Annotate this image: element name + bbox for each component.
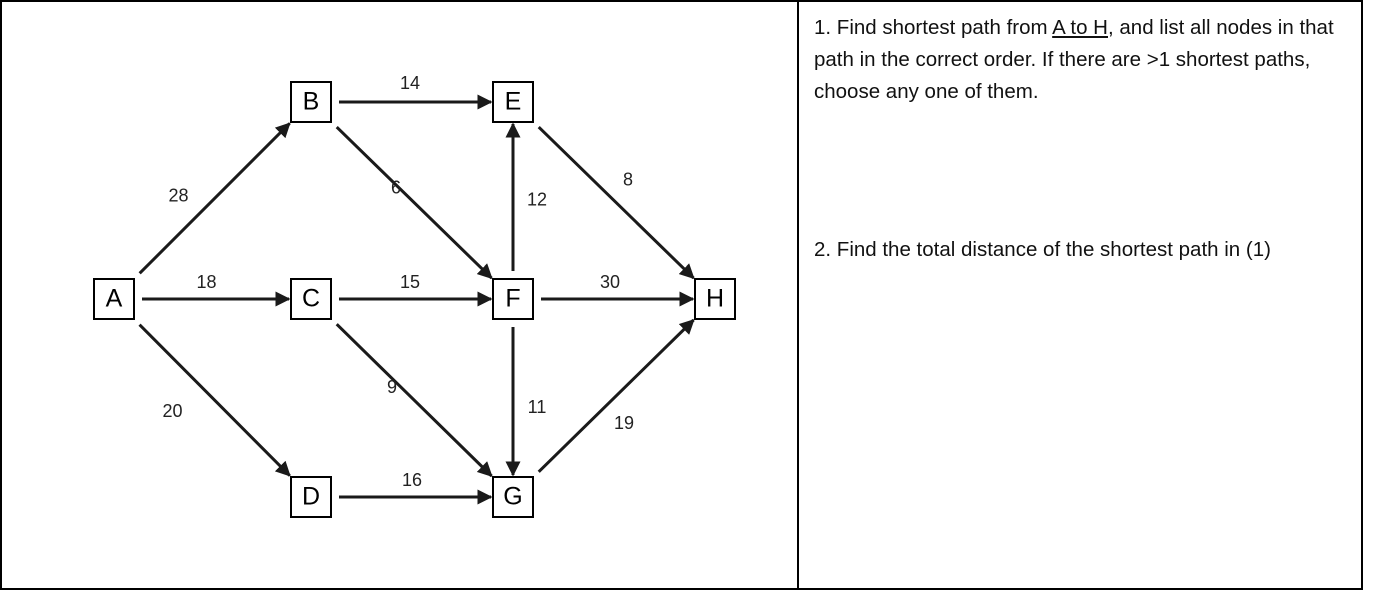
column-divider: [797, 0, 799, 590]
edge-g-h: [537, 318, 695, 473]
node-b: B: [290, 81, 332, 123]
edge-a-b: [138, 122, 291, 275]
node-label: E: [505, 88, 522, 116]
node-box: [290, 81, 332, 123]
edge-a-d: [138, 323, 291, 477]
node-label: D: [302, 483, 320, 511]
node-label: B: [303, 88, 320, 116]
node-c: C: [290, 278, 332, 320]
node-label: G: [503, 483, 522, 511]
edge-weight-f-g: 11: [528, 397, 547, 417]
node-label: H: [706, 285, 724, 313]
node-box: [694, 278, 736, 320]
edge-weight-b-f: 6: [391, 177, 401, 197]
question-1-path-endpoints: A to H: [1052, 16, 1108, 39]
node-box: [93, 278, 135, 320]
edge-weight-g-h: 19: [614, 413, 634, 433]
node-label: F: [505, 285, 520, 313]
edge-weight-b-e: 14: [400, 73, 420, 93]
node-box: [492, 278, 534, 320]
edge-e-h: [537, 126, 695, 280]
questions-panel: 1. Find shortest path from A to H, and l…: [814, 12, 1349, 266]
edge-weight-e-h: 8: [623, 169, 633, 189]
edge-weight-f-e: 12: [527, 189, 547, 209]
question-1-text-end: , and list all nodes in that path in the…: [814, 16, 1334, 103]
weights-layer: 28 18 20 14 6 15 9 16 12 30 11 8 19: [162, 73, 634, 490]
node-box: [492, 476, 534, 518]
edge-weight-a-b: 28: [168, 185, 188, 205]
edge-weight-a-d: 20: [162, 401, 182, 421]
edges-layer: [138, 94, 695, 505]
node-f: F: [492, 278, 534, 320]
node-h: H: [694, 278, 736, 320]
edge-arrow: [138, 122, 291, 275]
node-box: [290, 278, 332, 320]
node-g: G: [492, 476, 534, 518]
graph-diagram: 28 18 20 14 6 15 9 16 12 30 11 8 19 A B C D E F G H: [93, 73, 736, 518]
edge-arrow: [335, 126, 493, 280]
edge-arrow: [138, 323, 291, 477]
edge-arrow: [537, 126, 695, 280]
edge-weight-f-h: 30: [600, 272, 620, 292]
edge-weight-a-c: 18: [196, 272, 216, 292]
nodes-layer: A B C D E F G H: [93, 81, 736, 518]
question-1-text-start: 1. Find shortest path from: [814, 16, 1053, 39]
edge-c-g: [335, 323, 493, 478]
node-box: [492, 81, 534, 123]
question-1: 1. Find shortest path from A to H, and l…: [814, 12, 1349, 108]
edge-weight-c-g: 9: [387, 377, 397, 397]
node-box: [290, 476, 332, 518]
edge-arrow: [335, 323, 493, 478]
node-label: C: [302, 285, 320, 313]
node-label: A: [106, 285, 123, 313]
question-2: 2. Find the total distance of the shorte…: [814, 238, 1271, 261]
node-a: A: [93, 278, 135, 320]
edge-b-f: [335, 126, 493, 280]
node-e: E: [492, 81, 534, 123]
edge-weight-d-g: 16: [402, 470, 422, 490]
edge-weight-c-f: 15: [400, 272, 420, 292]
node-d: D: [290, 476, 332, 518]
edge-arrow: [537, 318, 695, 473]
